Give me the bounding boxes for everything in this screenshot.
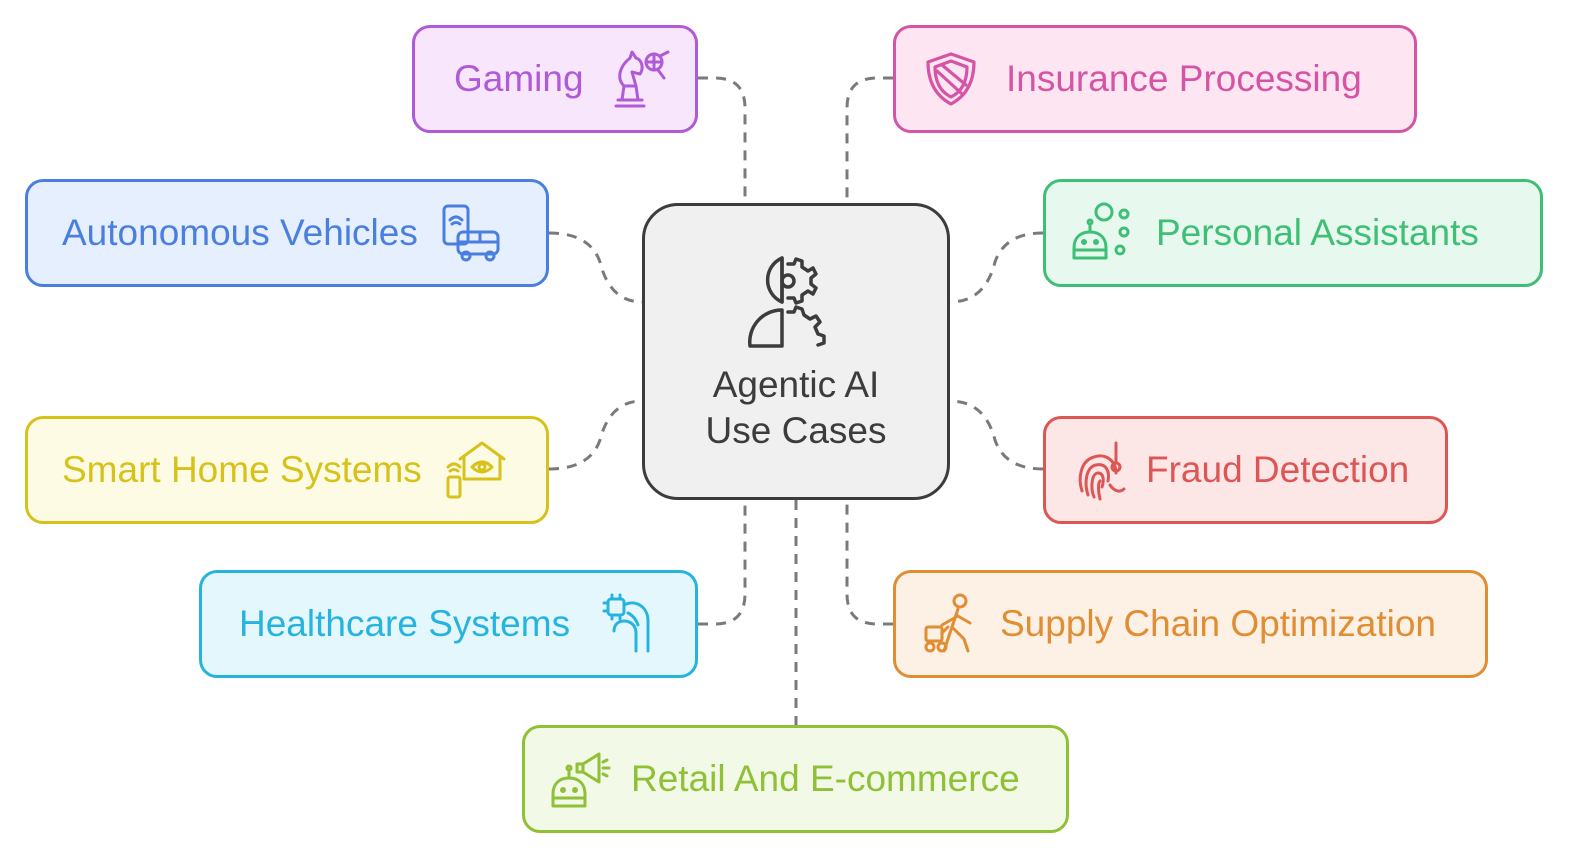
center-title: Agentic AI Use Cases [706,362,887,454]
center-node: Agentic AI Use Cases [642,203,950,500]
connector-personal [949,231,1044,304]
node-fraud: Fraud Detection [1043,416,1448,524]
node-fraud-label: Fraud Detection [1146,449,1410,490]
connector-autonomous [548,231,643,304]
hand-chip-icon [600,593,656,655]
node-insurance-label: Insurance Processing [1006,58,1362,99]
node-retail-label: Retail And E-commerce [631,758,1020,799]
node-smarthome: Smart Home Systems [25,416,549,524]
node-supply: Supply Chain Optimization [893,570,1488,678]
connector-fraud [949,399,1044,471]
worker-cart-icon [920,593,982,655]
robot-bubbles-icon [1070,202,1132,264]
node-autonomous-label: Autonomous Vehicles [62,212,418,253]
connector-smarthome [548,399,643,471]
shield-icon [922,50,980,108]
node-healthcare-label: Healthcare Systems [239,603,571,644]
connector-supply [845,500,893,626]
center-title-line1: Agentic AI [712,363,880,405]
node-retail: Retail And E-commerce [522,725,1069,833]
connector-gaming [698,76,747,203]
node-insurance: Insurance Processing [893,25,1417,133]
fingerprint-icon [1076,439,1128,501]
connector-insurance [845,76,893,203]
connector-healthcare [698,500,747,626]
node-supply-label: Supply Chain Optimization [1000,603,1436,644]
robot-megaphone-icon [549,748,611,810]
phone-bus-icon [440,202,502,264]
node-personal: Personal Assistants [1043,179,1543,287]
center-title-line2: Use Cases [705,409,887,451]
node-autonomous: Autonomous Vehicles [25,179,549,287]
home-eye-icon [444,439,506,501]
node-smarthome-label: Smart Home Systems [62,449,422,490]
node-healthcare: Healthcare Systems [199,570,698,678]
chess-knight-icon [610,48,672,110]
node-gaming: Gaming [412,25,698,133]
node-gaming-label: Gaming [454,58,584,99]
node-personal-label: Personal Assistants [1156,212,1479,253]
head-gear-icon [748,255,826,348]
